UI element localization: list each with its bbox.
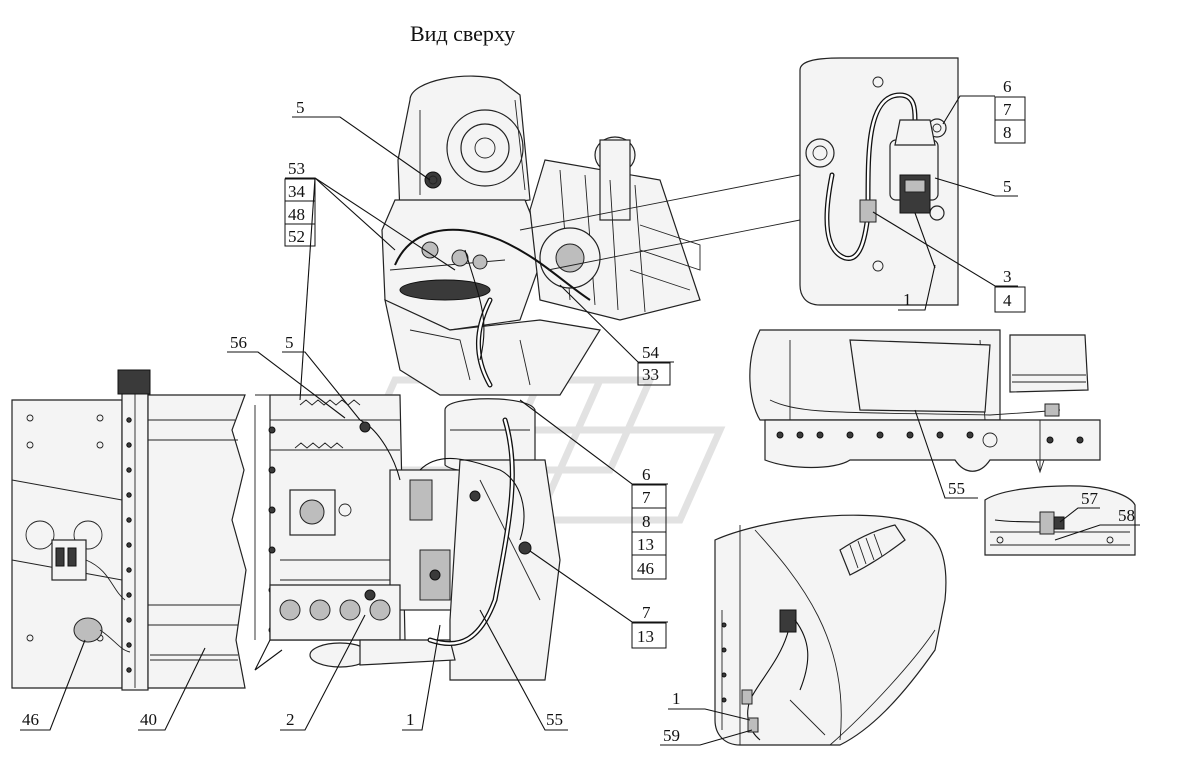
callout-5-top: 5 (296, 98, 305, 117)
callout-3: 3 (1003, 267, 1012, 286)
callout-1-inset: 1 (672, 689, 681, 708)
callout-33: 33 (642, 365, 659, 384)
callout-34: 34 (288, 182, 306, 201)
callout-13-low: 13 (637, 627, 654, 646)
callout-8-top: 8 (1003, 123, 1012, 142)
engine-assembly (254, 75, 701, 681)
callout-46-mid: 46 (637, 559, 654, 578)
callout-5-mid: 5 (285, 333, 294, 352)
callout-boxes (284, 96, 1026, 649)
callout-55-bottom: 55 (546, 710, 563, 729)
inset-leader-bottom (547, 219, 801, 271)
rail-holes (776, 431, 1084, 448)
callout-6-top: 6 (1003, 77, 1012, 96)
callout-40: 40 (140, 710, 157, 729)
callout-7-top: 7 (1003, 100, 1012, 119)
callout-1-right: 1 (903, 290, 912, 309)
callout-48: 48 (288, 205, 305, 224)
view-title: Вид сверху (410, 21, 515, 46)
callout-59: 59 (663, 726, 680, 745)
leader-lines (20, 95, 1140, 746)
callout-5-right: 5 (1003, 177, 1012, 196)
callout-46-left: 46 (22, 710, 39, 729)
callout-52: 52 (288, 227, 305, 246)
callout-56: 56 (230, 333, 247, 352)
callout-8-mid: 8 (642, 512, 651, 531)
frame-rivets (126, 417, 132, 673)
callout-57: 57 (1081, 489, 1099, 508)
inset-leader-top (519, 174, 801, 231)
callout-54: 54 (642, 343, 660, 362)
callout-53: 53 (288, 159, 305, 178)
callout-13-mid: 13 (637, 535, 654, 554)
callout-1-bottom: 1 (406, 710, 415, 729)
callout-7-mid: 7 (642, 488, 651, 507)
callout-6-mid: 6 (642, 465, 651, 484)
callout-2: 2 (286, 710, 295, 729)
sensor-detail-inset (984, 485, 1136, 556)
left-side-frame-view (11, 369, 247, 691)
frame-rail-view-right (749, 329, 1101, 474)
callout-55-right: 55 (948, 479, 965, 498)
callout-4: 4 (1003, 291, 1012, 310)
callout-58: 58 (1118, 506, 1135, 525)
sensor-inset-top (799, 57, 959, 306)
callout-7-low: 7 (642, 603, 651, 622)
callout-labels: 5 53 34 48 52 56 5 54 33 6 7 8 5 3 4 1 6… (22, 77, 1135, 745)
cab-harness-inset (714, 514, 947, 746)
